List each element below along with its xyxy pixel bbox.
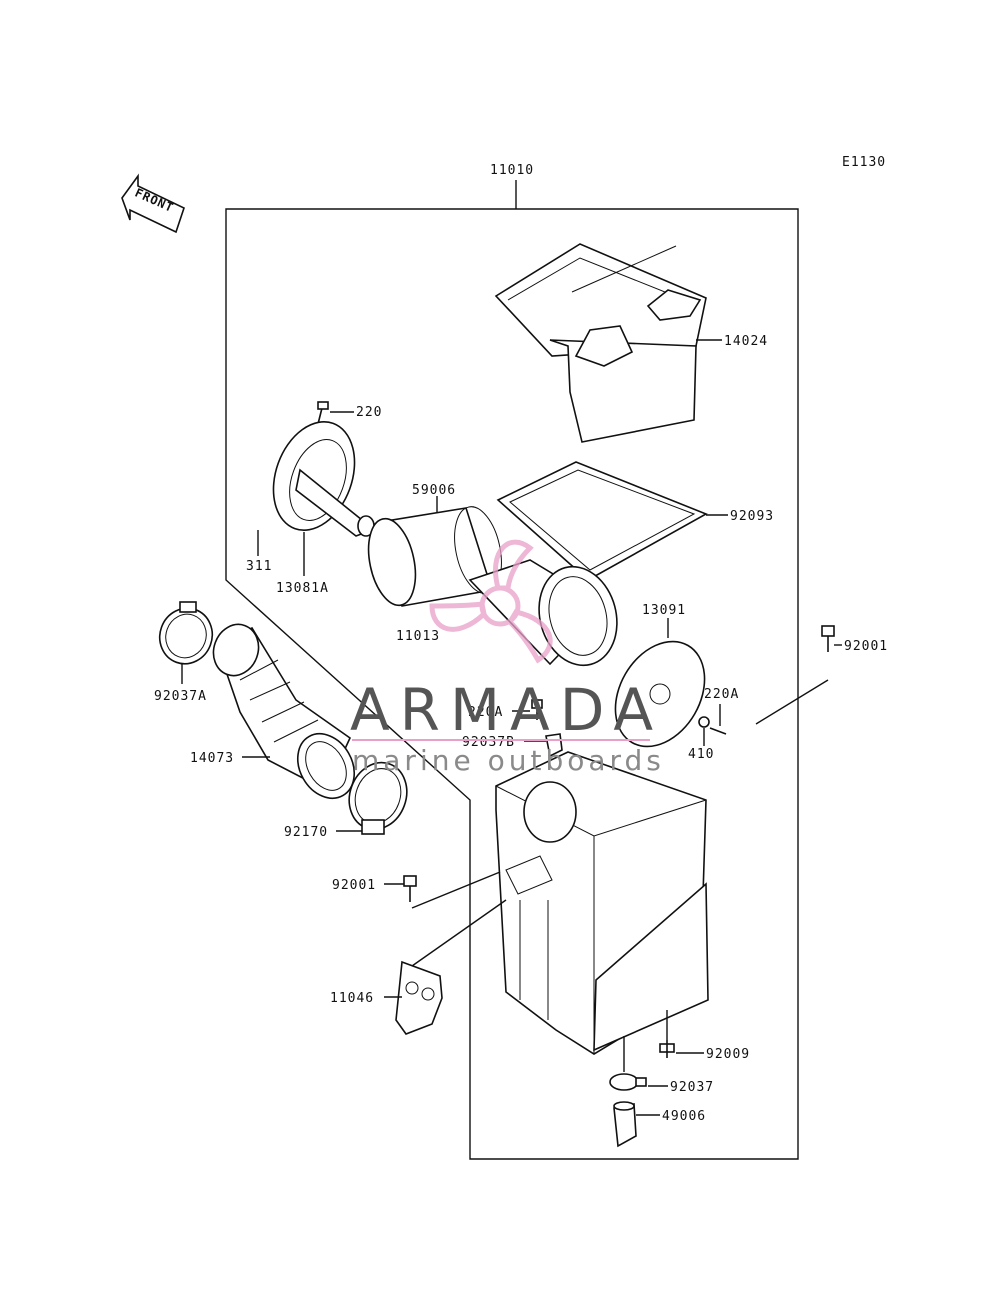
label-220: 220 <box>356 405 382 420</box>
label-14024: 14024 <box>724 334 768 349</box>
clamp-92037 <box>609 1073 647 1091</box>
mesh-element-59006 <box>367 506 502 607</box>
clamp-92170 <box>348 761 408 835</box>
bolt-92001-right <box>821 625 835 652</box>
label-11046: 11046 <box>330 991 374 1006</box>
label-92009: 92009 <box>706 1047 750 1062</box>
watermark-title: ARMADA <box>350 676 663 744</box>
bracket-11046 <box>395 960 443 1035</box>
label-59006: 59006 <box>412 483 456 498</box>
leader-92001-right-line <box>755 679 829 725</box>
watermark-subtitle: marine outboards <box>352 744 665 777</box>
leader-92001-left-line <box>411 871 501 909</box>
screw-92009 <box>659 1040 675 1058</box>
label-311: 311 <box>246 559 272 574</box>
label-220A-left: 220A <box>468 705 503 720</box>
screw-220A-right <box>698 716 727 735</box>
label-11013: 11013 <box>396 629 440 644</box>
propeller-logo-icon <box>429 539 553 664</box>
watermark: ARMADA marine outboards <box>350 539 665 777</box>
label-92037A: 92037A <box>154 689 207 704</box>
gasket-92093 <box>496 461 708 581</box>
label-92001-left: 92001 <box>332 878 376 893</box>
label-13091: 13091 <box>642 603 686 618</box>
label-92093: 92093 <box>730 509 774 524</box>
diagram-code: E1130 <box>842 155 886 170</box>
screw-220A-left <box>531 699 543 720</box>
label-13081A: 13081A <box>276 581 329 596</box>
leader-11046-line <box>411 899 507 967</box>
clamp-92037A <box>158 601 214 665</box>
label-92037: 92037 <box>670 1080 714 1095</box>
label-220A-right: 220A <box>704 687 739 702</box>
bolt-92001-left <box>403 875 417 902</box>
air-box-body <box>495 751 709 1055</box>
intake-duct-14073 <box>212 623 356 799</box>
air-filter-cover-13081A <box>272 420 375 537</box>
label-49006: 49006 <box>662 1109 706 1124</box>
assembly-outline <box>225 208 799 1160</box>
label-92170: 92170 <box>284 825 328 840</box>
end-cap-13091 <box>614 640 706 748</box>
label-410: 410 <box>688 747 714 762</box>
front-arrow-icon: FRONT <box>121 173 185 234</box>
label-92037B: 92037B <box>462 735 515 750</box>
air-box-lid <box>494 243 707 443</box>
label-14073: 14073 <box>190 751 234 766</box>
label-92001-right: 92001 <box>844 639 888 654</box>
drain-tube-49006 <box>613 1101 637 1148</box>
label-11010: 11010 <box>490 163 534 178</box>
